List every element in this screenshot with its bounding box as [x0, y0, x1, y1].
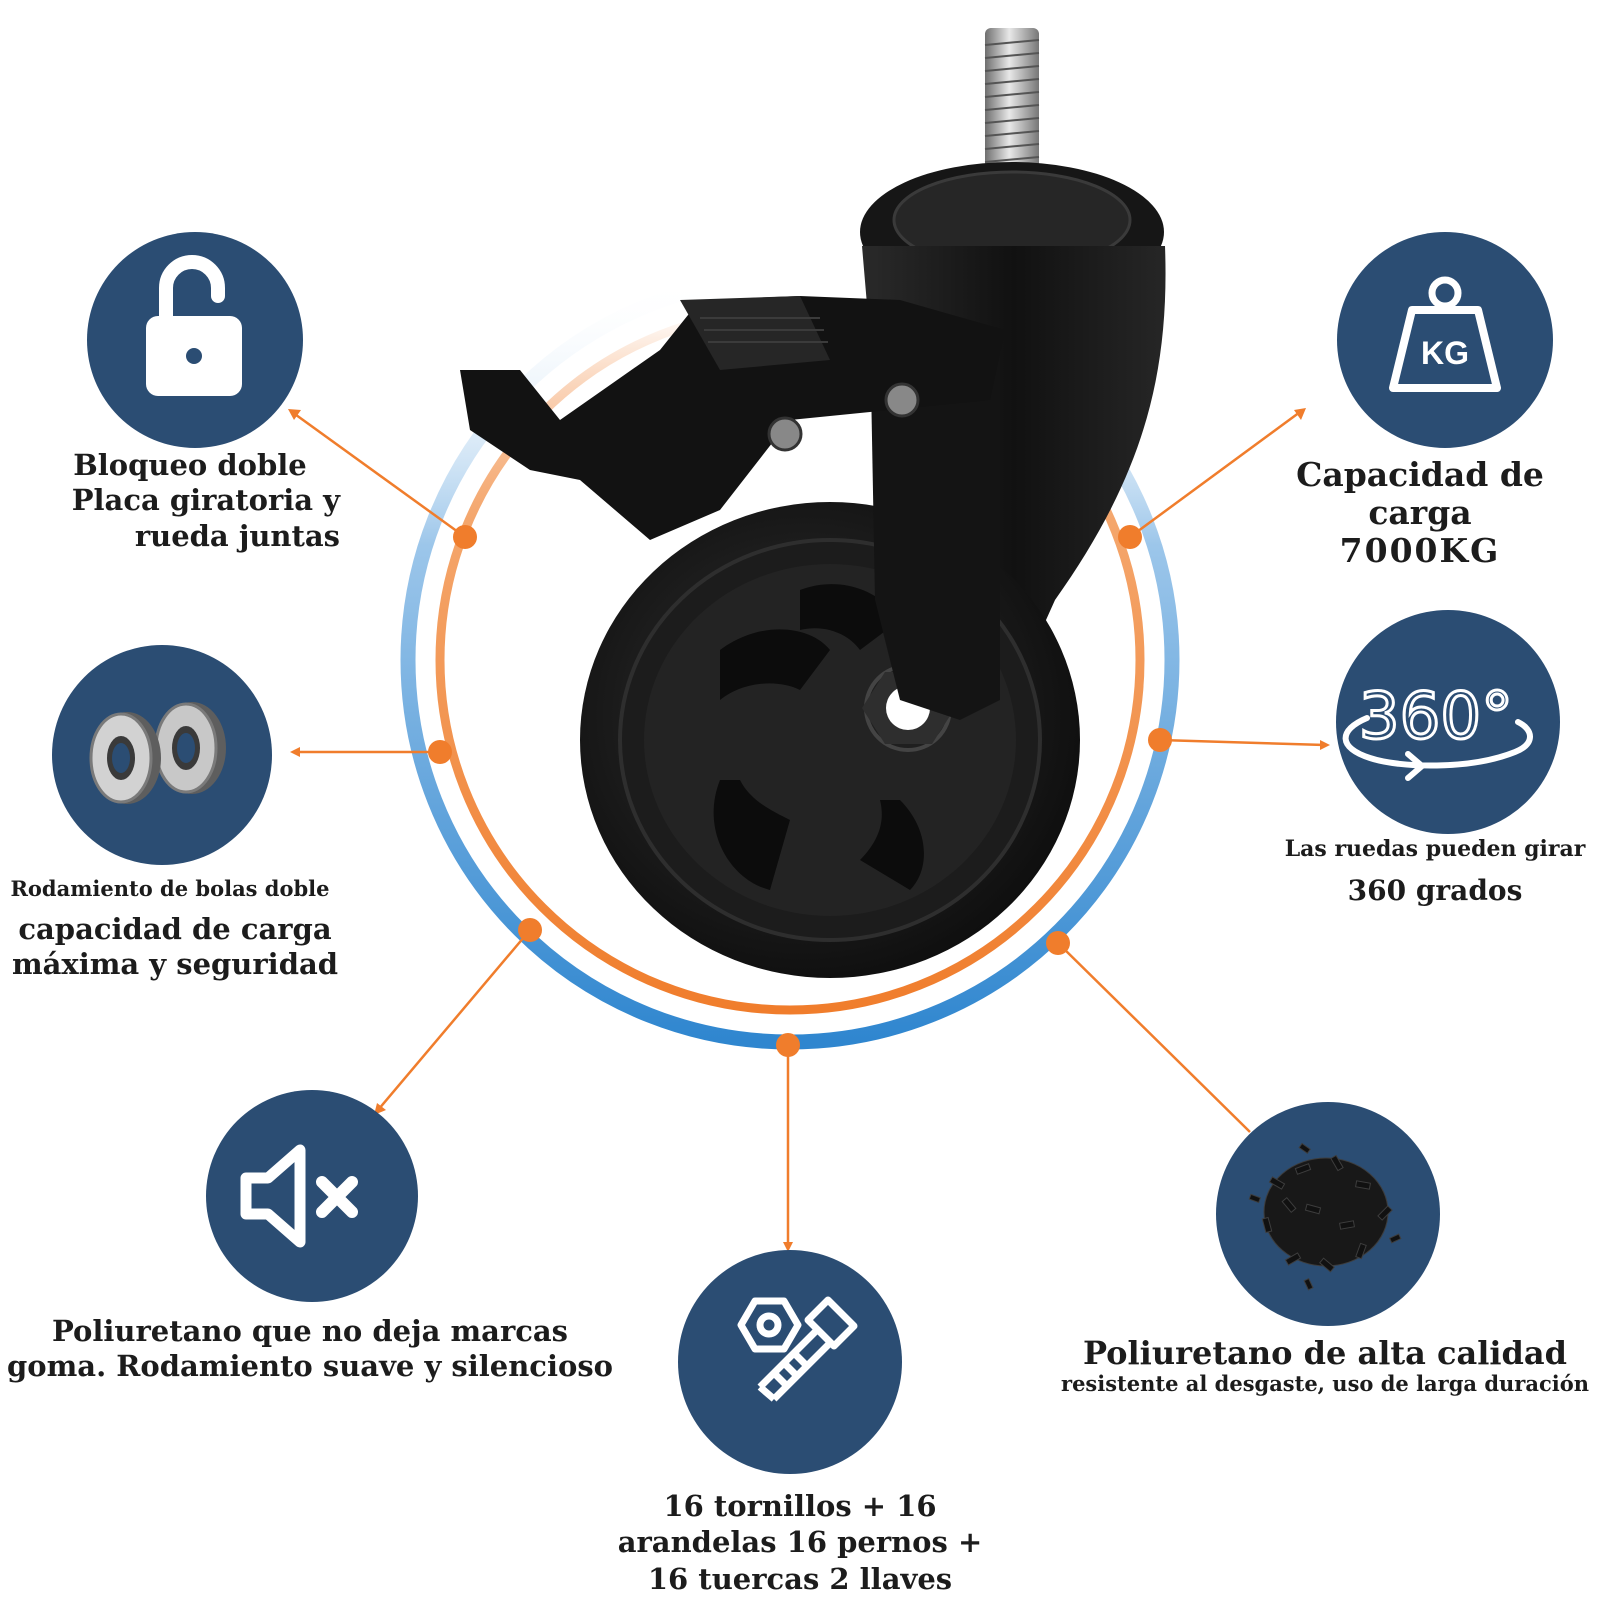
caster-wheel-illustration: [460, 28, 1166, 978]
feature-load-title: Capacidad de carga: [1296, 455, 1544, 532]
feature-bearing-line: máxima y seguridad: [11, 946, 339, 981]
feature-lock-line: Bloqueo doble: [73, 448, 307, 482]
feature-lock-text: Bloqueo doble Placa giratoria y rueda ju…: [40, 448, 340, 554]
feature-load-value: 7000KG: [1339, 530, 1501, 570]
feature-hardware-line: 16 tornillos + 16: [663, 1489, 937, 1523]
svg-text:360°: 360°: [1359, 680, 1513, 754]
feature-material-title: Poliuretano de alta calidad: [1082, 1334, 1568, 1372]
feature-load-text: Capacidad de carga 7000KG: [1240, 456, 1600, 570]
svg-text:KG: KG: [1421, 335, 1469, 371]
rotate-360-icon: 360°: [1342, 679, 1533, 781]
feature-lock-line: rueda juntas: [134, 518, 340, 553]
feature-material-caption: resistente al desgaste, uso de larga dur…: [1061, 1371, 1589, 1396]
feature-hardware-line: arandelas 16 pernos +: [617, 1525, 983, 1560]
feature-hardware-line: 16 tuercas 2 llaves: [647, 1561, 953, 1596]
feature-bearing-caption: Rodamiento de bolas doble: [10, 876, 330, 901]
feature-rotation-caption: Las ruedas pueden girar: [1284, 836, 1586, 862]
feature-bearing-line: capacidad de carga: [18, 912, 332, 946]
feature-hardware-text: 16 tornillos + 16 arandelas 16 pernos + …: [580, 1488, 1020, 1597]
feature-quiet-line: goma. Rodamiento suave y silencioso: [7, 1348, 613, 1383]
feature-rotation-text: 360 grados: [1347, 874, 1523, 907]
feature-quiet-text: Poliuretano que no deja marcas goma. Rod…: [0, 1314, 620, 1384]
nut-and-bolt-icon: [737, 1296, 858, 1402]
feature-quiet-line: Poliuretano que no deja marcas: [52, 1314, 568, 1348]
ball-bearing-icon: [89, 702, 226, 804]
feature-lock-line: Placa giratoria y: [71, 483, 340, 518]
connector-lines: [291, 410, 1326, 1248]
connector-dots: [428, 525, 1172, 1057]
polyurethane-granules-icon: [1248, 1142, 1402, 1291]
feature-bearing-text: capacidad de carga máxima y seguridad: [0, 912, 350, 982]
mute-speaker-icon: [240, 1144, 358, 1248]
kg-weight-icon: KG: [1389, 276, 1501, 392]
padlock-open-icon: [146, 255, 242, 396]
feature-icon-circles: [52, 232, 1560, 1474]
arrow-heads: [288, 408, 1330, 1252]
